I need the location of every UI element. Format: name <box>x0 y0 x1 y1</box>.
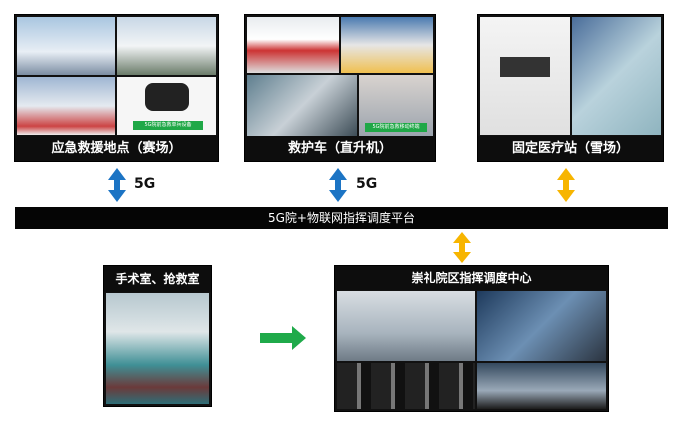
green-arrow-icon <box>260 326 306 350</box>
photo-stadium <box>17 17 115 75</box>
link-label-5g: 5G <box>134 176 156 192</box>
node-label: 应急救援地点（赛场） <box>15 136 218 161</box>
photo-monitors <box>477 363 606 409</box>
node-medical-station: 固定医疗站（雪场） <box>477 14 664 162</box>
platform-bar: 5G院+物联网指挥调度平台 <box>15 207 668 229</box>
blue-double-arrow-icon <box>329 168 347 202</box>
photo-imaging <box>337 363 475 409</box>
photo-ambulance <box>247 17 339 73</box>
blue-double-arrow-icon <box>108 168 126 202</box>
orange-double-arrow-icon <box>453 232 471 263</box>
photo-snow-station <box>572 17 661 135</box>
cart-image <box>500 57 550 77</box>
node-rescue-site: 5G院前急救单兵设备 应急救援地点（赛场） <box>14 14 219 162</box>
node-command-center: 崇礼院区指挥调度中心 <box>334 265 609 412</box>
node-label: 崇礼院区指挥调度中心 <box>335 266 608 290</box>
photo-control-room <box>337 291 475 361</box>
node-label: 固定医疗站（雪场） <box>478 136 663 161</box>
photo-ski-slope <box>117 17 216 75</box>
photo-equipment-cart <box>480 17 570 135</box>
terminal-tag: 5G院前急救移动终端 <box>365 123 427 132</box>
device-image <box>145 83 189 111</box>
node-operating-room: 手术室、抢救室 <box>103 265 212 407</box>
link-label-5g: 5G <box>356 176 378 192</box>
node-label: 手术室、抢救室 <box>104 266 211 292</box>
photo-video-wall <box>477 291 606 361</box>
photo-device: 5G院前急救单兵设备 <box>117 77 216 135</box>
node-ambulance: 5G院前急救移动终端 救护车（直升机） <box>244 14 436 162</box>
photo-ambulance-interior <box>247 75 357 137</box>
device-tag: 5G院前急救单兵设备 <box>133 121 203 130</box>
photo-surgery <box>106 293 209 404</box>
node-label: 救护车（直升机） <box>245 136 435 161</box>
photo-mobile-terminal: 5G院前急救移动终端 <box>359 75 433 137</box>
photo-helicopter <box>341 17 433 73</box>
orange-double-arrow-icon <box>557 168 575 202</box>
photo-rescue-team <box>17 77 115 135</box>
